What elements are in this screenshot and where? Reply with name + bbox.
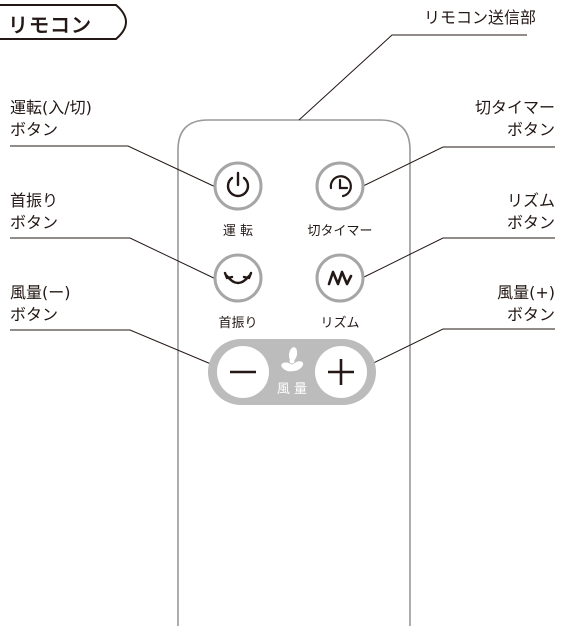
off-timer-callout: 切タイマー ボタン	[475, 97, 555, 141]
leader-fan-up	[354, 328, 555, 373]
plus-icon	[328, 359, 354, 385]
leader-transmitter	[298, 34, 527, 121]
off-timer-button[interactable]	[315, 161, 365, 211]
power-callout-line2: ボタン	[10, 120, 59, 139]
fan-up-callout: 風量(+) ボタン	[497, 282, 555, 326]
power-button[interactable]	[213, 161, 263, 211]
fan-icon	[281, 347, 304, 372]
swing-callout-line2: ボタン	[10, 213, 59, 232]
rhythm-button-label: リズム	[320, 316, 360, 331]
off-timer-callout-line2: ボタン	[506, 120, 555, 139]
wave-icon	[327, 270, 353, 286]
title-tab-outline	[0, 4, 127, 40]
off-timer-callout-line1: 切タイマー	[474, 98, 555, 117]
fan-down-callout: 風量(ー) ボタン	[10, 282, 71, 326]
power-callout-line1: 運転(入/切)	[10, 98, 92, 117]
rhythm-callout-line2: ボタン	[506, 213, 555, 232]
power-button-label: 運 転	[222, 224, 254, 239]
rhythm-callout-line1: リズム	[506, 191, 555, 210]
rhythm-button[interactable]	[315, 253, 365, 303]
power-callout: 運転(入/切) ボタン	[10, 97, 92, 141]
leader-off-timer	[356, 146, 555, 190]
leader-rhythm	[357, 237, 555, 281]
transmitter-callout: リモコン送信部	[424, 7, 536, 29]
fan-up-callout-line1: 風量(+)	[497, 283, 555, 302]
remote-body	[177, 119, 411, 626]
fan-down-callout-line1: 風量(ー)	[10, 283, 71, 302]
power-icon	[226, 171, 250, 198]
fan-down-callout-line2: ボタン	[10, 305, 59, 324]
swing-callout-line1: 首振り	[10, 191, 59, 210]
swing-callout: 首振り ボタン	[10, 190, 58, 234]
fan-speed-control	[208, 339, 376, 405]
off-timer-button-label: 切タイマー	[307, 224, 373, 239]
leader-fan-down	[10, 329, 231, 373]
fan-up-callout-line2: ボタン	[506, 305, 555, 324]
fan-speed-label: 風 量	[276, 382, 308, 397]
rhythm-callout: リズム ボタン	[507, 190, 555, 234]
clock-icon	[329, 175, 352, 198]
swing-button[interactable]	[213, 253, 263, 303]
leader-power	[10, 145, 223, 191]
swing-arrows-icon	[223, 271, 253, 285]
page-title: リモコン	[8, 13, 92, 37]
fan-up-button[interactable]	[315, 346, 367, 398]
transmitter-label: リモコン送信部	[424, 8, 537, 27]
swing-button-label: 首振り	[218, 316, 258, 331]
fan-down-button[interactable]	[217, 346, 269, 398]
leader-swing	[10, 237, 221, 282]
